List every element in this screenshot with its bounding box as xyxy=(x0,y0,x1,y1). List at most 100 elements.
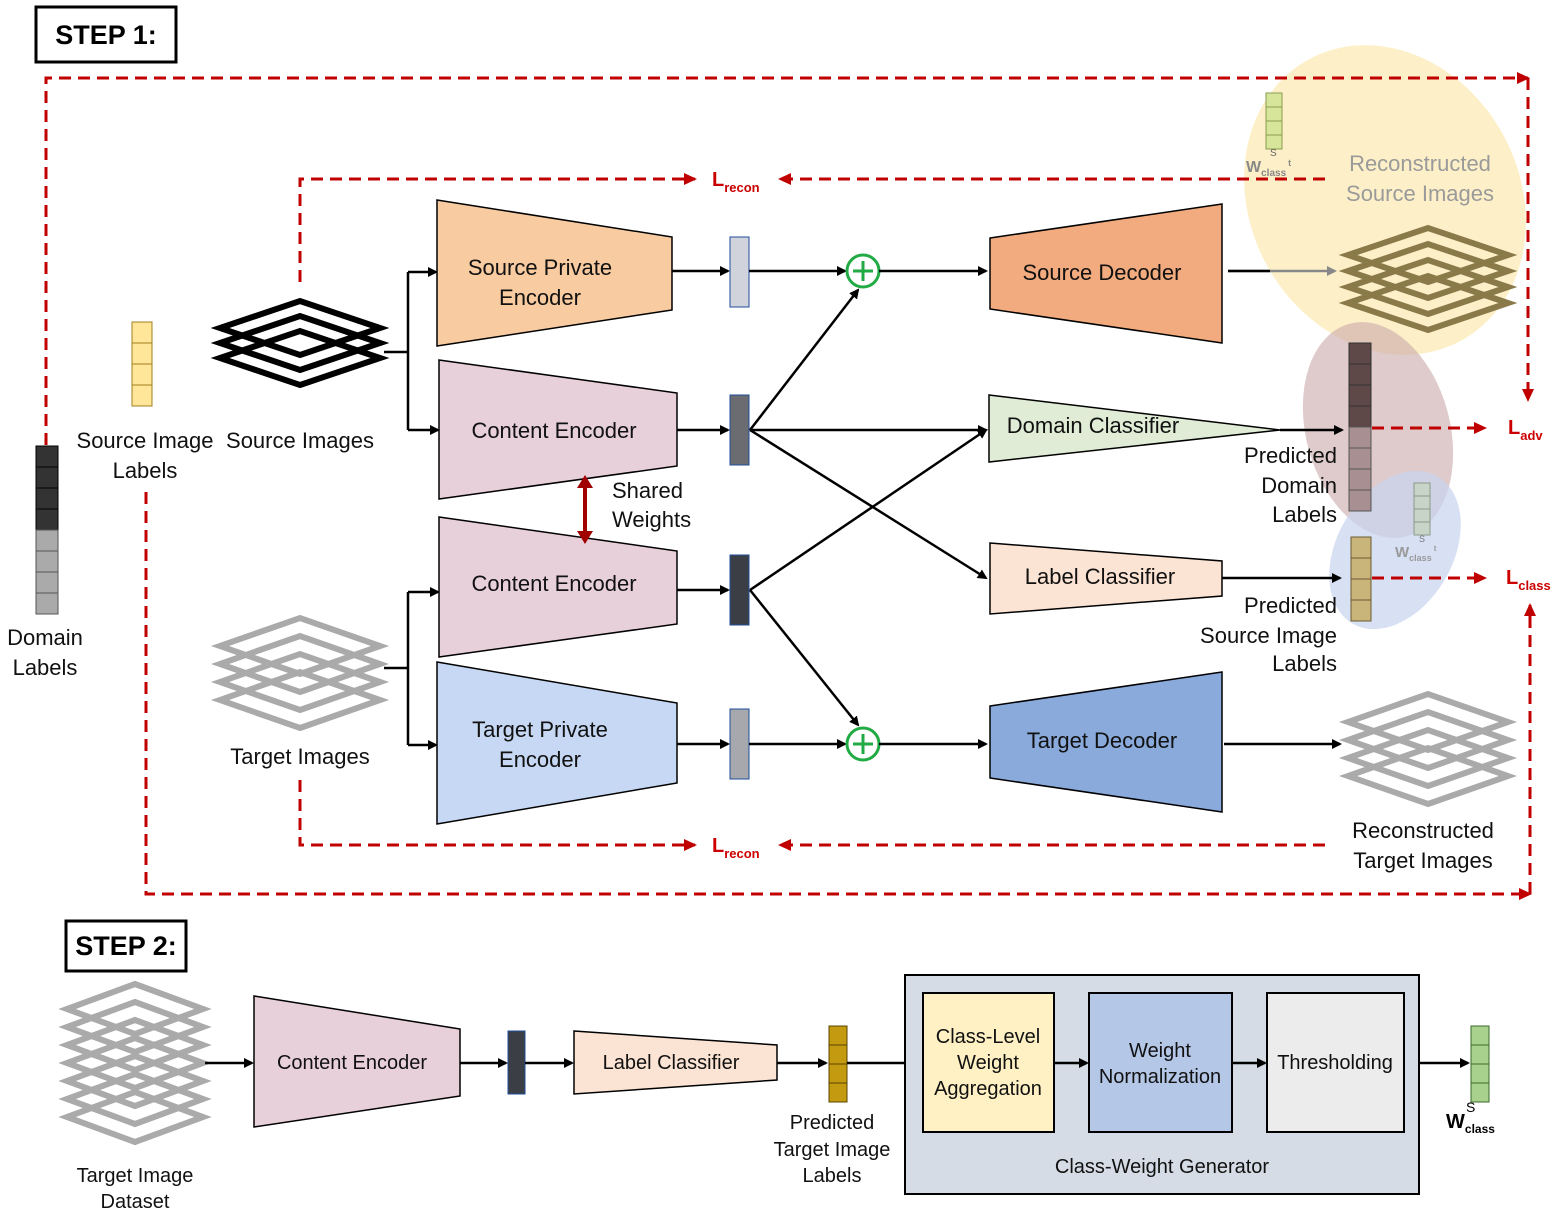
class-weight-vector-mid xyxy=(1413,482,1431,536)
source-private-encoder xyxy=(436,199,673,347)
source-decoder xyxy=(989,203,1223,344)
source-content-feature xyxy=(729,394,750,466)
target-dataset-label-1: Target Image xyxy=(77,1165,194,1187)
predicted-source-label-vector xyxy=(1350,536,1372,622)
thresholding-box xyxy=(1266,992,1405,1133)
target-decoder-label: Target Decoder xyxy=(1027,728,1177,753)
output-class-weight-vector xyxy=(1470,1025,1490,1103)
source-image-labels-vector xyxy=(131,321,153,407)
normalization-label-2: Normalization xyxy=(1099,1066,1221,1088)
plus-node-source xyxy=(845,253,881,289)
target-private-encoder-label-2: Encoder xyxy=(499,747,581,772)
target-private-encoder xyxy=(436,661,678,825)
aggregation-label-2: Weight xyxy=(957,1052,1019,1074)
recon-source-line-left xyxy=(298,173,697,282)
predicted-source-label-2: Source Image xyxy=(1200,623,1337,648)
step2-content-encoder-label: Content Encoder xyxy=(277,1052,427,1074)
feature-routing-arrows xyxy=(749,266,988,749)
step1-section: STEP 1: Lrecon Lrecon Ladv Lclass xyxy=(7,5,1551,900)
reconstructed-target-label-1: Reconstructed xyxy=(1352,818,1494,843)
class-weight-sup-top: S xyxy=(1270,148,1277,159)
predicted-target-labels-1: Predicted xyxy=(790,1112,875,1134)
class-weight-label-mid: Wclasst xyxy=(1395,544,1437,563)
encoder-output-arrows xyxy=(672,266,730,749)
domain-labels-vector xyxy=(35,445,59,615)
reconstructed-target-stack xyxy=(1338,690,1518,808)
reconstructed-target-label-2: Target Images xyxy=(1353,848,1492,873)
step2-content-encoder xyxy=(253,995,461,1128)
target-images-stack xyxy=(210,614,390,732)
source-private-encoder-label-1: Source Private xyxy=(468,255,612,280)
output-class-weight-sup: S xyxy=(1466,1099,1475,1115)
plus-node-target xyxy=(845,726,881,762)
step2-label-classifier-label: Label Classifier xyxy=(603,1052,740,1074)
input-connectors xyxy=(384,267,440,750)
normalization-label-1: Weight xyxy=(1129,1040,1191,1062)
reconstructed-source-stack xyxy=(1338,224,1518,334)
predicted-target-label-vector xyxy=(828,1025,848,1103)
loss-recon-top: Lrecon xyxy=(712,169,760,195)
content-encoder-source-label: Content Encoder xyxy=(471,418,636,443)
domain-labels-text-2: Labels xyxy=(13,655,78,680)
content-encoder-target-label: Content Encoder xyxy=(471,571,636,596)
label-classifier-label: Label Classifier xyxy=(1025,564,1175,589)
class-weight-label-top: Wclasst xyxy=(1246,158,1291,179)
reconstructed-source-label-2: Source Images xyxy=(1346,181,1494,206)
domain-labels-text-1: Domain xyxy=(7,625,83,650)
content-encoder-source xyxy=(438,359,678,500)
thresholding-label: Thresholding xyxy=(1277,1052,1393,1074)
reconstructed-source-label-1: Reconstructed xyxy=(1349,151,1491,176)
target-content-feature xyxy=(729,554,750,626)
label-classifier xyxy=(989,542,1223,615)
target-private-feature xyxy=(729,708,750,780)
reconstructed-source-highlight xyxy=(1244,45,1526,355)
output-class-weight-label: Wclass xyxy=(1446,1111,1495,1136)
class-weight-sup-mid: S xyxy=(1419,534,1425,544)
predicted-target-labels-3: Labels xyxy=(803,1165,862,1187)
predicted-domain-label-2: Domain xyxy=(1261,473,1337,498)
recon-target-line-left xyxy=(298,780,697,851)
source-image-labels-text-1: Source Image xyxy=(77,428,214,453)
source-decoder-label: Source Decoder xyxy=(1023,260,1182,285)
target-images-label: Target Images xyxy=(230,744,369,769)
source-labels-line xyxy=(144,492,1532,900)
source-private-feature xyxy=(729,236,750,308)
loss-recon-bottom: Lrecon xyxy=(712,835,760,861)
shared-weights-label-1: Shared xyxy=(612,478,683,503)
normalization-box xyxy=(1088,992,1233,1133)
predicted-domain-vector xyxy=(1348,342,1372,512)
predicted-domain-label-1: Predicted xyxy=(1244,443,1337,468)
domain-classifier-label: Domain Classifier xyxy=(1007,413,1179,438)
predicted-target-labels-2: Target Image xyxy=(774,1139,891,1161)
class-weight-generator-label: Class-Weight Generator xyxy=(1055,1156,1270,1178)
class-weight-vector-top xyxy=(1265,92,1283,150)
predicted-source-label-3: Labels xyxy=(1272,651,1337,676)
predicted-domain-label-3: Labels xyxy=(1272,502,1337,527)
source-private-encoder-label-2: Encoder xyxy=(499,285,581,310)
shared-weights-arrowhead-down xyxy=(577,531,593,544)
step1-box xyxy=(34,5,178,64)
shared-weights-label-2: Weights xyxy=(612,507,691,532)
predicted-source-label-1: Predicted xyxy=(1244,593,1337,618)
target-dataset-label-2: Dataset xyxy=(101,1191,170,1213)
aggregation-box xyxy=(922,992,1055,1133)
source-images-label: Source Images xyxy=(226,428,374,453)
step2-section: STEP 2: Target Image Dataset Content Enc… xyxy=(58,919,1495,1213)
step2-box xyxy=(64,919,188,973)
step1-title: STEP 1: xyxy=(55,20,157,50)
domain-classifier xyxy=(988,394,1281,463)
loss-lines xyxy=(44,72,1536,900)
step2-feature xyxy=(507,1030,526,1095)
target-private-encoder-label-1: Target Private xyxy=(472,717,608,742)
target-decoder xyxy=(989,671,1223,813)
loss-class: Lclass xyxy=(1506,567,1551,593)
aggregation-label-1: Class-Level xyxy=(936,1026,1040,1048)
shared-weights-arrowhead-up xyxy=(577,475,593,488)
content-encoder-target xyxy=(438,516,678,658)
aggregation-label-3: Aggregation xyxy=(934,1078,1042,1100)
domain-labels-line-top xyxy=(44,72,1530,445)
target-dataset-stack xyxy=(58,980,212,1146)
loss-adv: Ladv xyxy=(1508,417,1543,443)
source-images-stack xyxy=(210,297,390,389)
